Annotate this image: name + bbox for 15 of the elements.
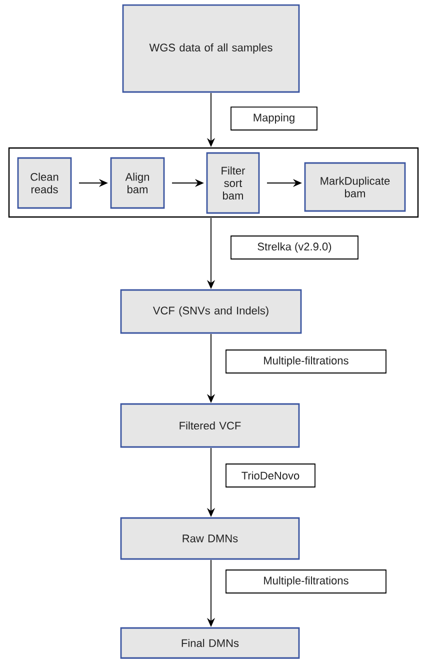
process-box: Final DMNs — [120, 627, 300, 659]
process-box: Raw DMNs — [120, 517, 300, 560]
process-box: Filter sort bam — [206, 152, 260, 214]
process-box: MarkDuplicate bam — [304, 162, 406, 212]
edge-label: Multiple-filtrations — [226, 350, 386, 374]
edge-label: TrioDeNovo — [226, 464, 316, 488]
group-frame — [8, 147, 419, 218]
process-box: WGS data of all samples — [122, 4, 300, 93]
edge-label: Multiple-filtrations — [226, 570, 386, 594]
edge-label: Mapping — [230, 106, 318, 130]
process-box: VCF (SNVs and Indels) — [120, 289, 302, 334]
edge-label: Strelka (v2.9.0) — [230, 236, 358, 260]
process-box: Align bam — [110, 157, 165, 209]
process-box: Filtered VCF — [120, 403, 300, 448]
process-box: Clean reads — [17, 157, 72, 209]
